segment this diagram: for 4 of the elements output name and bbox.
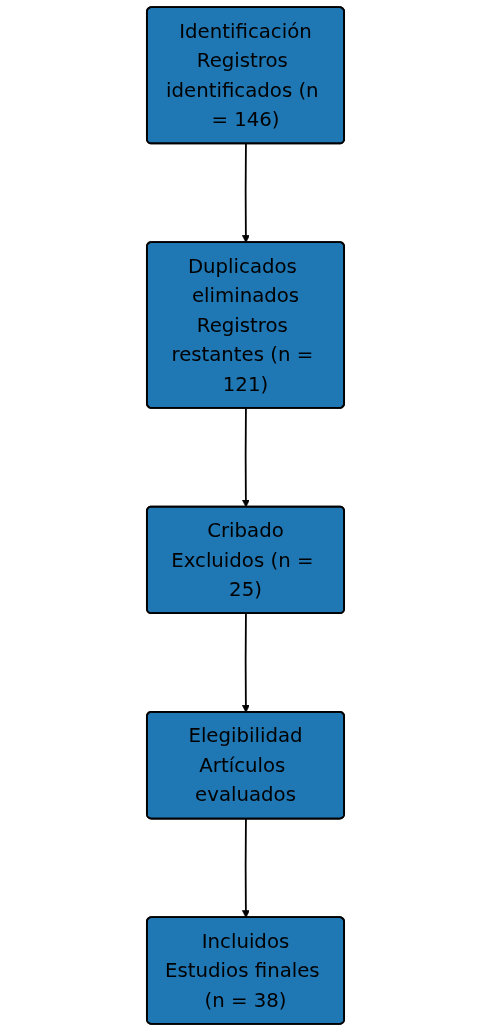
- arrow: [241, 407, 250, 508]
- arrow: [241, 143, 250, 243]
- arrow: [241, 818, 250, 918]
- arrow: [241, 612, 250, 713]
